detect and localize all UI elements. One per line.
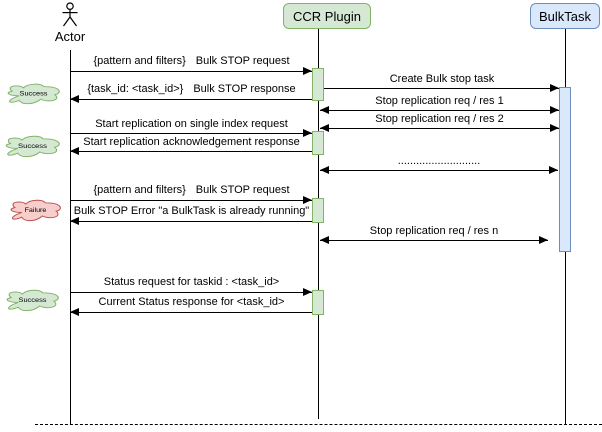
message-annotation: {task_id: <task_id>} (87, 83, 184, 95)
message-text: Bulk STOP Error "a BulkTask is already r… (73, 205, 310, 217)
status-badge-success-3: Success (4, 288, 61, 312)
activation-bar-ccr-4 (312, 290, 324, 315)
status-badge-success-1: Success (5, 82, 62, 105)
bottom-boundary-dashed-line (35, 424, 602, 425)
message-annotation: {pattern and filters} (93, 184, 186, 196)
badge-label: Success (20, 91, 49, 97)
message-label: Start replication acknowledgement respon… (70, 136, 313, 149)
message-label: {task_id: <task_id>} Bulk STOP response (70, 83, 313, 96)
message-arrow (70, 288, 312, 297)
activation-bar-bulktask (559, 87, 571, 252)
message-text: Bulk STOP response (193, 83, 296, 95)
message-text: Current Status response for <task_id> (98, 296, 285, 308)
cloud-shape-icon (5, 135, 60, 158)
message-label: Stop replication req / res 2 (320, 113, 559, 126)
message-arrow (70, 67, 312, 76)
lifeline-ccr-plugin (318, 29, 319, 419)
message-arrow (324, 84, 559, 93)
message-label: {pattern and filters} Bulk STOP request (70, 184, 313, 197)
message-text: Stop replication req / res 1 (375, 95, 504, 107)
lifeline-actor (70, 50, 71, 425)
message-arrow (70, 95, 312, 104)
message-text: Start replication acknowledgement respon… (83, 136, 300, 148)
message-text: Bulk STOP request (195, 184, 290, 196)
message-label: Bulk STOP Error "a BulkTask is already r… (70, 205, 313, 218)
message-arrow (320, 166, 558, 175)
cloud-shape-icon (10, 199, 61, 222)
participant-label-actor: Actor (54, 29, 86, 44)
activation-bar-ccr-1 (312, 68, 324, 101)
status-badge-success-2: Success (3, 134, 62, 158)
message-text: Create Bulk stop task (389, 73, 495, 85)
message-arrow (320, 236, 548, 245)
participant-label-bulktask: BulkTask (538, 8, 592, 24)
message-arrow (70, 217, 312, 226)
message-text: Stop replication req / res n (369, 225, 499, 237)
message-label: Start replication on single index reques… (70, 118, 313, 131)
message-label: Current Status response for <task_id> (70, 296, 313, 309)
participant-box-ccr-plugin: CCR Plugin (283, 3, 371, 29)
message-label: Stop replication req / res n (320, 225, 548, 238)
message-arrow (320, 124, 559, 133)
message-label: Stop replication req / res 1 (320, 95, 559, 108)
message-arrow (70, 196, 312, 205)
message-text: ........................... (397, 155, 481, 167)
message-label: ........................... (320, 155, 558, 168)
message-text: Status request for taskid : <task_id> (103, 276, 280, 288)
message-label: {pattern and filters} Bulk STOP request (70, 55, 313, 68)
activation-bar-ccr-3 (312, 198, 324, 223)
cloud-shape-icon (6, 289, 59, 312)
badge-label: Success (19, 297, 48, 303)
message-arrow (70, 308, 312, 317)
participant-box-bulktask: BulkTask (530, 3, 600, 29)
message-arrow (70, 129, 312, 138)
message-label: Status request for taskid : <task_id> (70, 276, 313, 289)
status-badge-failure: Failure (8, 198, 63, 222)
message-arrow (70, 147, 312, 156)
cloud-shape-icon (7, 83, 60, 105)
activation-bar-ccr-2 (312, 131, 324, 155)
message-text: Stop replication req / res 2 (375, 113, 504, 125)
message-text: Bulk STOP request (195, 55, 290, 67)
actor-figure-icon (56, 2, 84, 28)
message-label: Create Bulk stop task (325, 73, 559, 86)
participant-label-ccr-plugin: CCR Plugin (293, 8, 361, 24)
message-arrow (320, 106, 559, 115)
message-annotation: {pattern and filters} (93, 55, 186, 67)
message-text: Start replication on single index reques… (95, 118, 288, 130)
badge-label: Success (18, 143, 48, 149)
badge-label: Failure (25, 207, 47, 214)
